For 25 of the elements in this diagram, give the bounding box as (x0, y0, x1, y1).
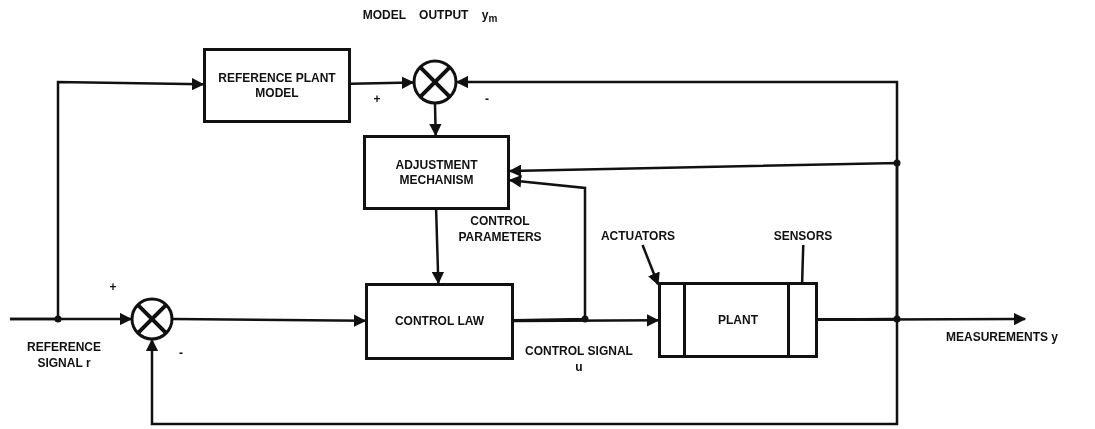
signal-arrow (145, 317, 899, 426)
part-label: ACTUATORS (598, 229, 678, 245)
sign-label: + (108, 280, 118, 295)
sign-label: - (484, 92, 490, 107)
signal-arrow (173, 314, 367, 327)
signal-label: MODEL OUTPUT y$_{m}$ (361, 8, 499, 26)
process-block: REFERENCE PLANT MODEL (203, 48, 351, 123)
leader-line (641, 244, 660, 286)
signal-arrow (514, 314, 660, 327)
signal-arrow (10, 77, 205, 321)
signal-arrow (429, 103, 442, 137)
sign-label: + (372, 92, 382, 107)
block-title: PLANT (718, 312, 758, 328)
process-block: CONTROL LAW (365, 283, 514, 360)
part-label: SENSORS (770, 229, 836, 245)
summing-junction (130, 297, 174, 341)
sign-label: - (178, 346, 184, 361)
plant-block (658, 282, 818, 358)
signal-arrow (508, 175, 587, 322)
signal-arrow (431, 209, 445, 285)
process-block: ADJUSTMENT MECHANISM (363, 135, 510, 210)
leader-line (800, 244, 805, 283)
summing-junction (412, 59, 458, 105)
signal-arrow (508, 161, 899, 321)
signal-arrow (350, 76, 415, 89)
